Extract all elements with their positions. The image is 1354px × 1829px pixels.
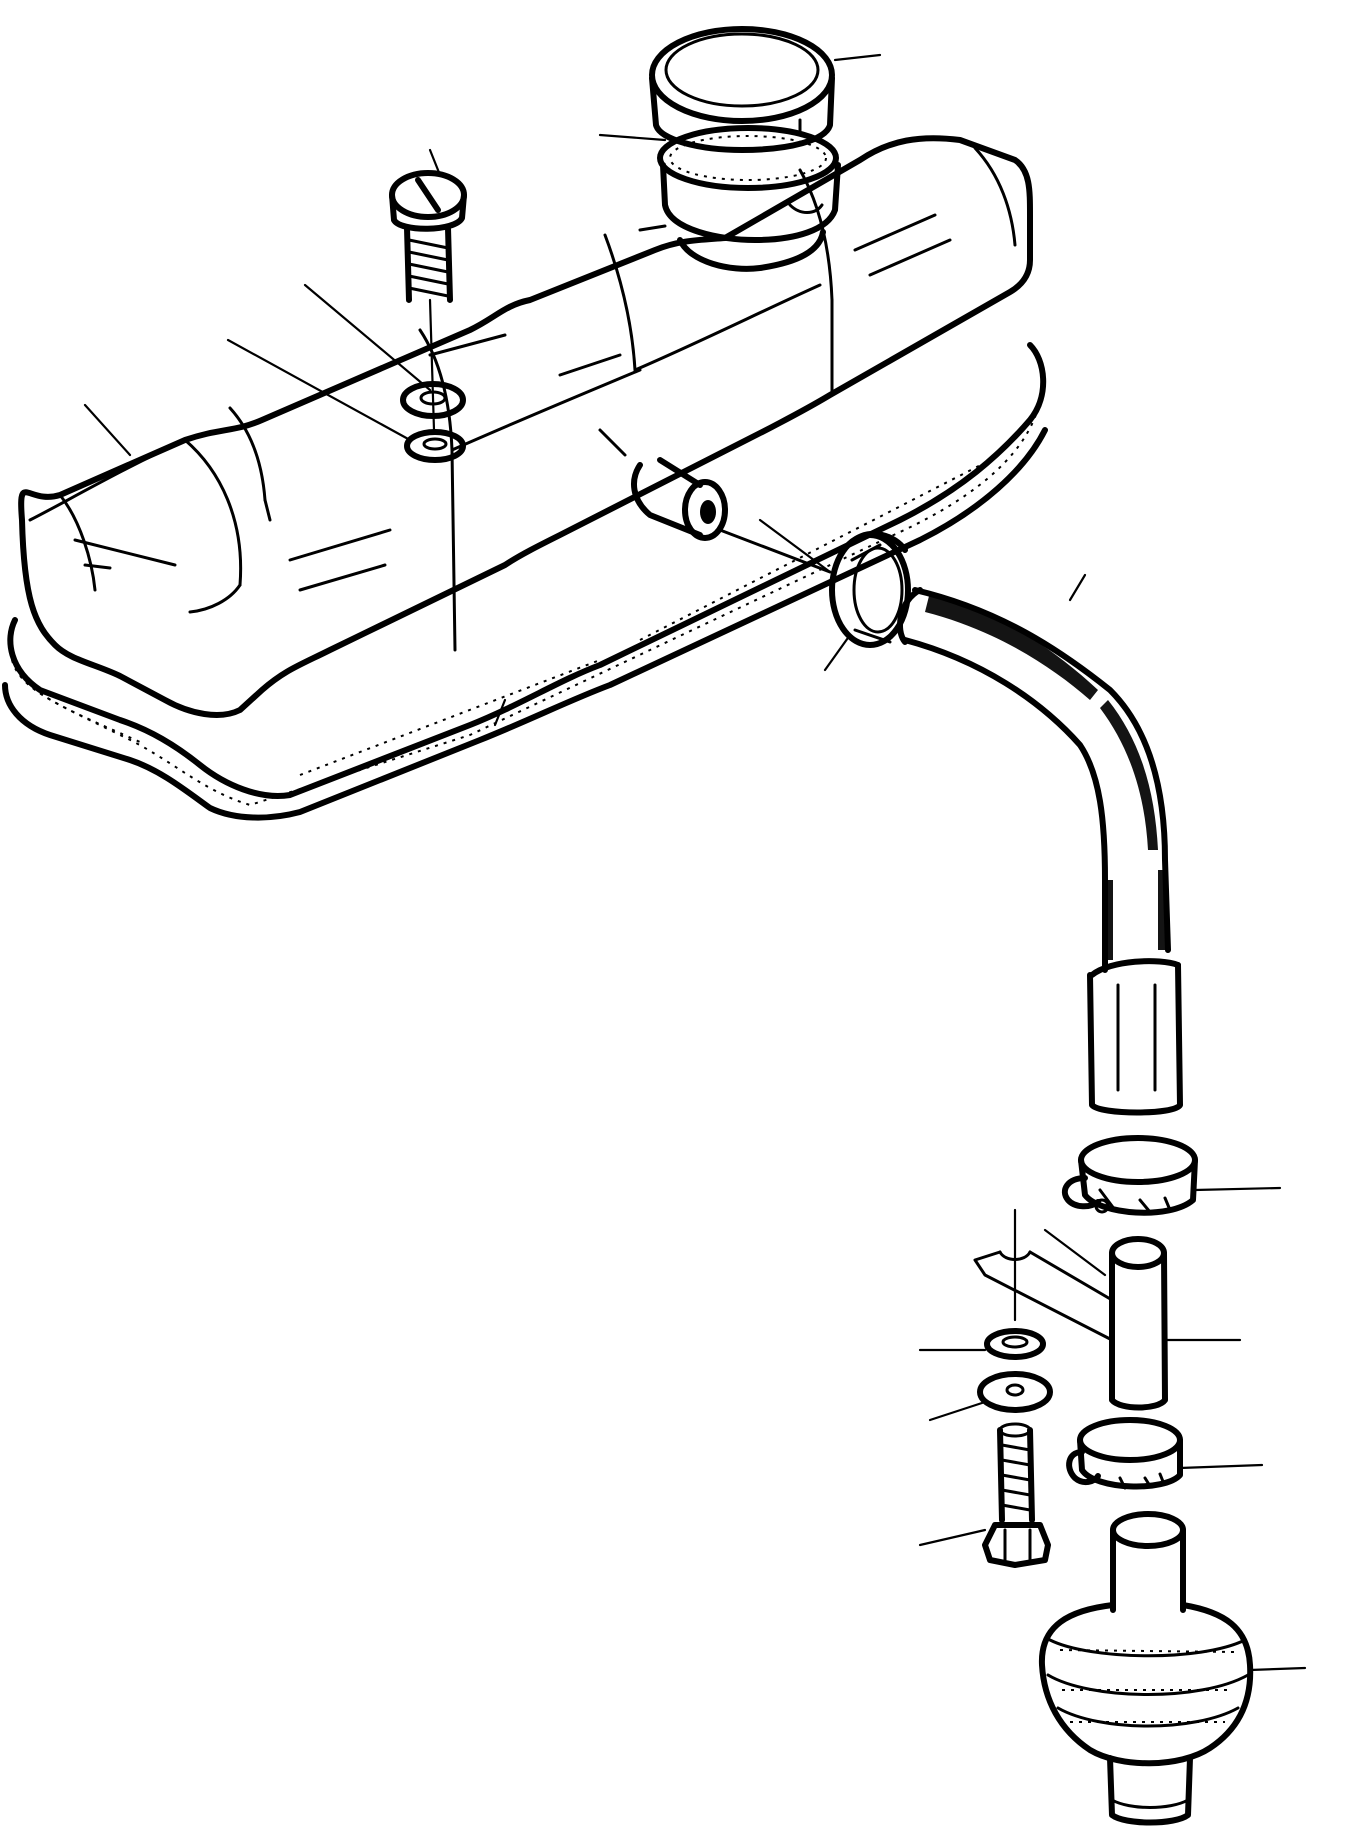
leader-spring-washer (226, 338, 412, 442)
breather-valve (1038, 1511, 1254, 1826)
tee-flat-washer (977, 1371, 1053, 1413)
hose-clamp-lower (1066, 1417, 1183, 1490)
leader-tee-bracket (1043, 1228, 1107, 1277)
callout-leaders (83, 53, 1307, 1672)
leader-filler-cap (833, 53, 882, 62)
valve-cover (18, 135, 1033, 718)
tee-pipe (973, 1208, 1168, 1411)
filler-cap-gasket (657, 125, 841, 272)
leader-middle-clamp (1193, 1186, 1282, 1192)
breather-hose (718, 528, 1183, 1116)
cover-screw (389, 170, 467, 432)
leader-cover-gasket (493, 698, 507, 727)
leader-lower-clamp (1178, 1463, 1264, 1470)
hose-clamp-middle (1061, 1135, 1198, 1216)
leader-tee-flat-washer (928, 1400, 987, 1422)
oil-filler-cap (649, 26, 835, 153)
tee-bolt (982, 1422, 1051, 1568)
leader-sealing-washer (303, 283, 432, 392)
leader-upper-clamp (823, 633, 852, 672)
spring-washer (404, 429, 466, 463)
leader-valve-cover (83, 403, 132, 457)
leader-cover-screw (428, 148, 442, 177)
hose-clamp-upper (829, 530, 911, 648)
tee-lock-washer (984, 1328, 1046, 1360)
sealing-washer (400, 381, 466, 419)
leader-breather-hose (1068, 573, 1087, 602)
leader-cap-gasket (598, 133, 667, 142)
leader-tee-bolt (918, 1528, 987, 1547)
cover-gasket (2, 342, 1048, 821)
leader-breather-valve (1248, 1666, 1307, 1672)
leader-hose-path (758, 518, 832, 574)
